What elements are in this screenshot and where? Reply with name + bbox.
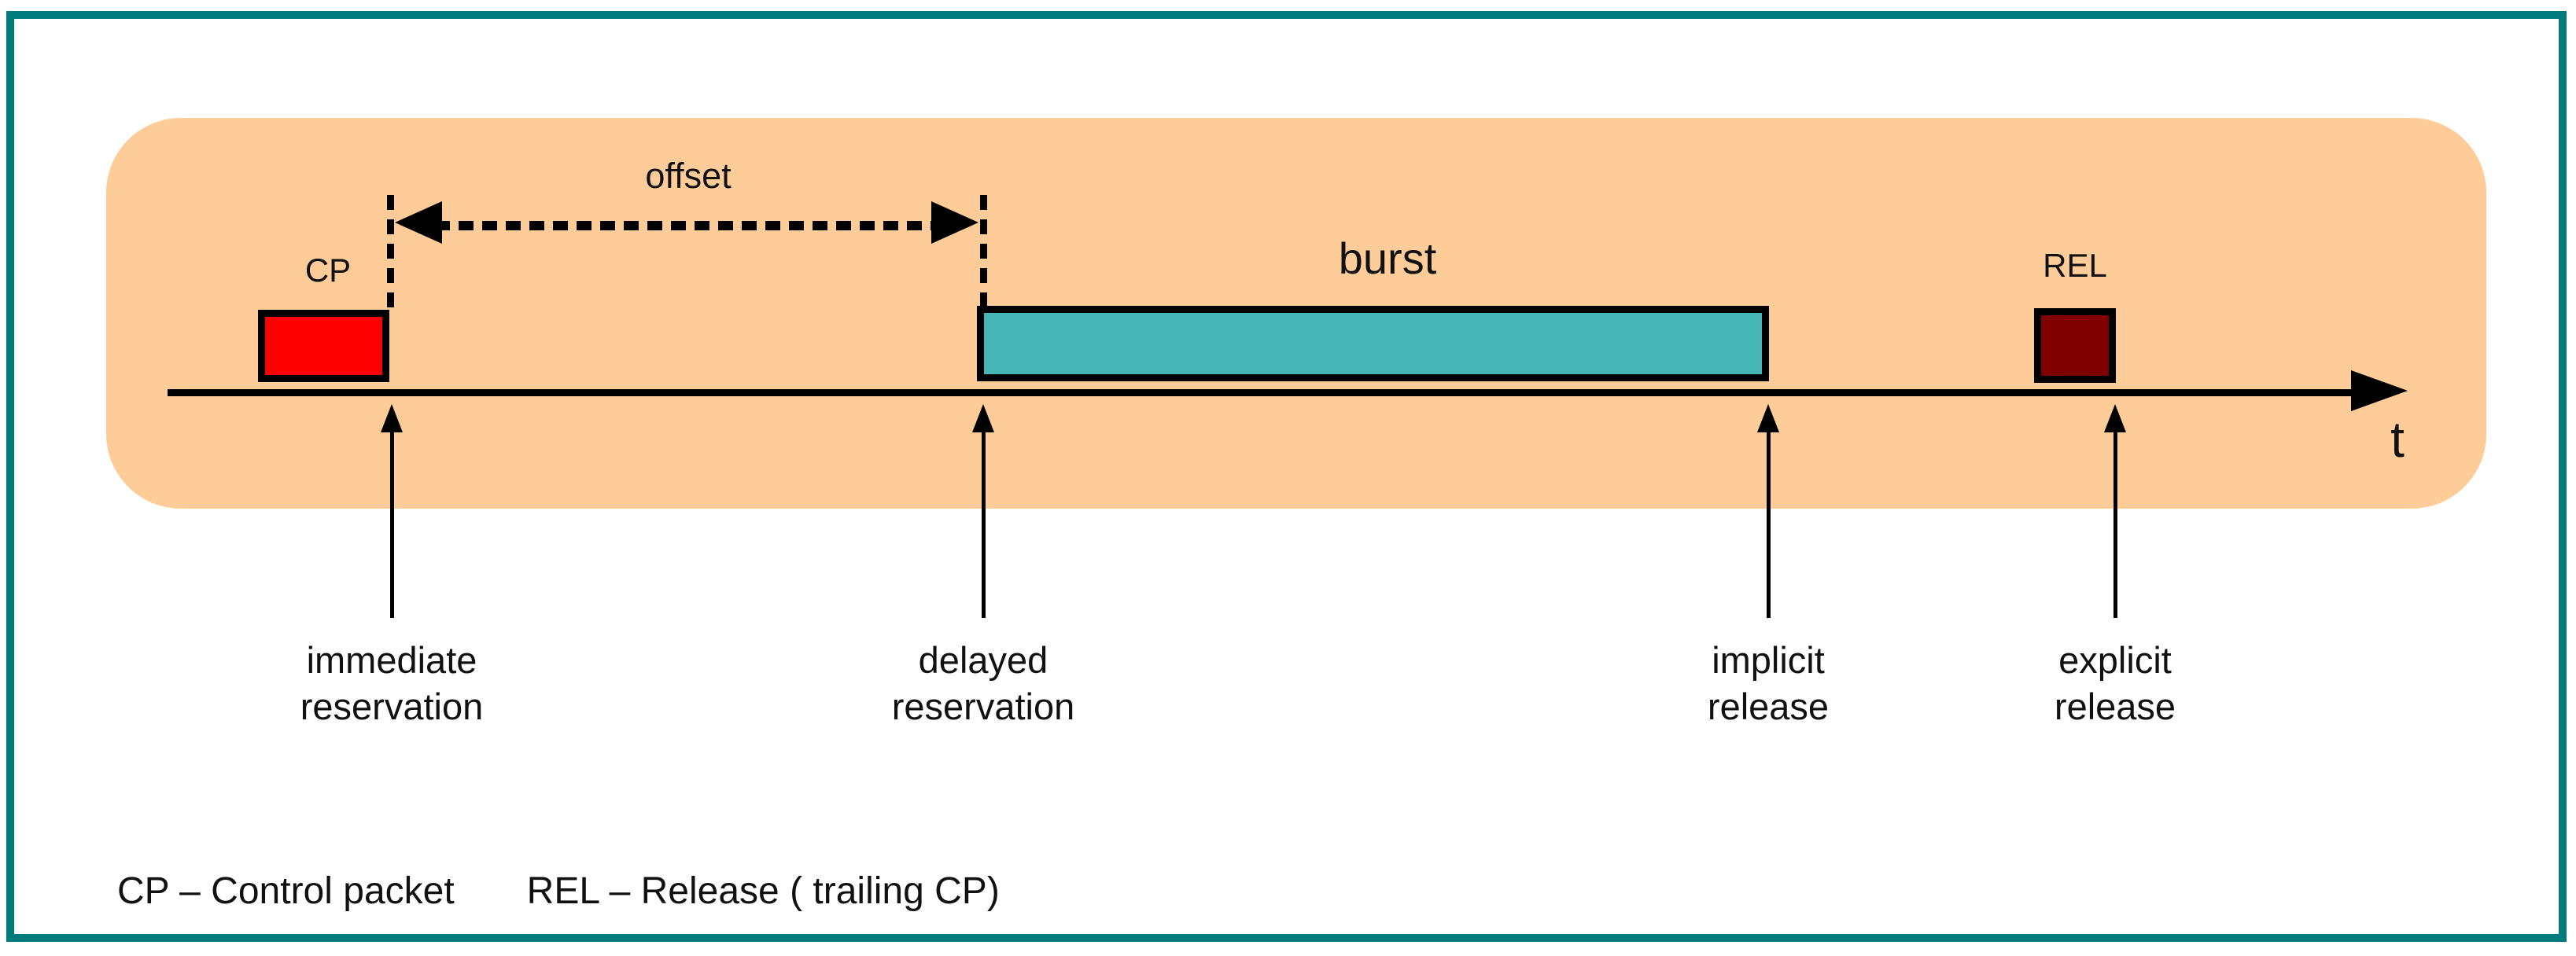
- event-label-line: implicit: [1712, 639, 1825, 681]
- burst-label: burst: [1338, 233, 1437, 283]
- offset-arrowhead-right-icon: [931, 201, 978, 244]
- implicit-release-arrow: [1767, 429, 1771, 618]
- outer-frame: offset CP burst REL t immediate reservat…: [6, 11, 2567, 942]
- explicit-release-label: explicit release: [1942, 637, 2288, 730]
- legend-item-rel: REL – Release ( trailing CP): [526, 870, 1000, 912]
- immediate-reservation-arrowhead-icon: [381, 404, 403, 432]
- immediate-reservation-label: immediate reservation: [219, 637, 565, 730]
- implicit-release-arrowhead-icon: [1757, 404, 1779, 432]
- rel-packet-label: REL: [2043, 247, 2107, 284]
- event-label-line: immediate: [306, 639, 477, 681]
- legend: CP – Control packet REL – Release ( trai…: [117, 870, 1000, 913]
- delayed-reservation-label: delayed reservation: [810, 637, 1156, 730]
- event-label-line: release: [2054, 686, 2176, 727]
- explicit-release-arrowhead-icon: [2104, 404, 2126, 432]
- event-label-line: reservation: [891, 686, 1075, 727]
- offset-label: offset: [645, 156, 732, 196]
- dashed-line-cp-end: [387, 195, 394, 310]
- cp-packet-label: CP: [304, 252, 352, 289]
- delayed-reservation-arrow: [982, 429, 986, 618]
- explicit-release-arrow: [2113, 429, 2117, 618]
- offset-arrowhead-left-icon: [395, 201, 442, 244]
- delayed-reservation-arrowhead-icon: [972, 404, 994, 432]
- time-axis-arrowhead-icon: [2351, 370, 2408, 411]
- time-axis-line: [168, 389, 2370, 396]
- cp-packet-box: [258, 310, 389, 382]
- event-label-line: delayed: [918, 639, 1048, 681]
- time-axis-label: t: [2390, 411, 2405, 468]
- implicit-release-label: implicit release: [1595, 637, 1941, 730]
- immediate-reservation-arrow: [390, 429, 394, 618]
- offset-arrow-line: [435, 221, 938, 230]
- event-label-line: explicit: [2058, 639, 2172, 681]
- event-label-line: release: [1707, 686, 1830, 727]
- rel-packet-box: [2034, 308, 2116, 383]
- event-label-line: reservation: [300, 686, 484, 727]
- legend-item-cp: CP – Control packet: [117, 870, 455, 912]
- dashed-line-burst-start: [980, 195, 987, 306]
- burst-box: [977, 306, 1769, 381]
